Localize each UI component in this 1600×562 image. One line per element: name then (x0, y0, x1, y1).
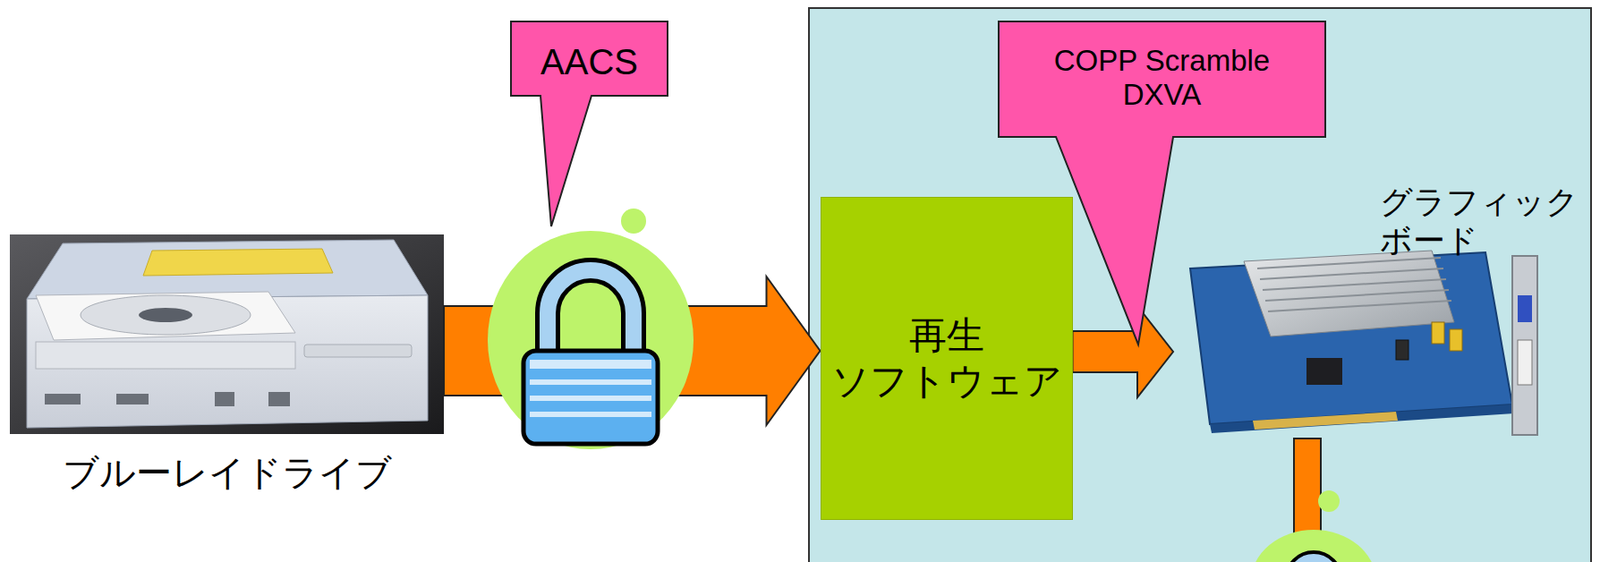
flow-arrow (1072, 306, 1175, 398)
output-arrow (1251, 438, 1377, 562)
drive-label-box: ブルーレイドライブ (9, 234, 444, 502)
node-text: AACS (540, 31, 639, 83)
node-text: ブルーレイドライブ (62, 448, 392, 498)
drive-photo (9, 234, 444, 435)
node-text: グラフィック ボード (1379, 182, 1584, 260)
process-box: 再生 ソフトウェア (820, 196, 1073, 520)
graphics-board-box: グラフィック ボード (1173, 178, 1588, 439)
node-text: COPP Scramble DXVA (1037, 31, 1288, 112)
callout-outline (510, 21, 668, 227)
graphics-board-photo (1190, 250, 1538, 435)
lock-icon (487, 208, 694, 450)
node-text: 再生 ソフトウェア (830, 313, 1064, 404)
system-box (808, 8, 1592, 562)
callout-box: AACS (510, 20, 669, 97)
callout-outline (998, 21, 1326, 345)
callout-box: COPP Scramble DXVA (997, 20, 1327, 138)
